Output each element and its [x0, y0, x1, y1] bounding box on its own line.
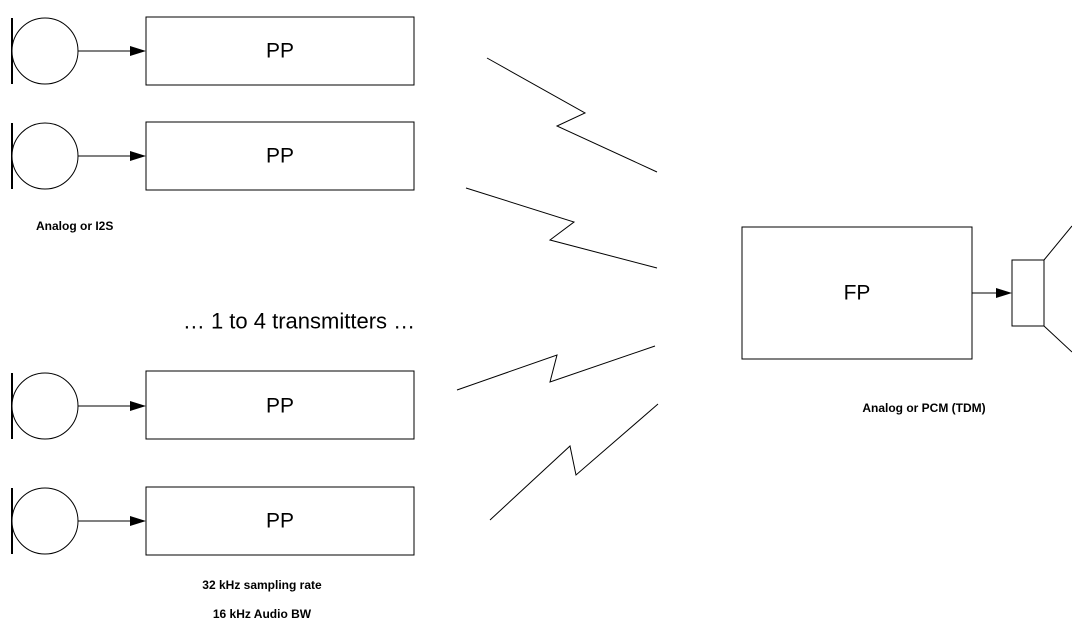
pp-label: PP: [266, 395, 294, 418]
pp-box: [145, 121, 415, 191]
wireless-link-icon: [465, 187, 658, 269]
microphone-icon: [11, 487, 79, 555]
arrowhead-icon: [130, 516, 146, 526]
tx-interface-note: Analog or I2S: [36, 219, 113, 233]
wireless-link-icon: [486, 57, 658, 173]
transmitter-2: PP: [11, 121, 415, 191]
pp-box: [145, 16, 415, 86]
pp-box: [145, 370, 415, 440]
speaker-icon: [1011, 225, 1072, 353]
microphone-icon: [11, 372, 79, 440]
rx-interface-note: Analog or PCM (TDM): [862, 401, 985, 415]
sampling-rate-note: 32 kHz sampling rate: [202, 578, 322, 592]
arrowhead-icon: [130, 401, 146, 411]
fp-label: FP: [844, 282, 871, 305]
receiver: FP: [741, 225, 1072, 360]
pp-box: [145, 486, 415, 556]
microphone-icon: [11, 17, 79, 85]
arrowhead-icon: [130, 46, 146, 56]
arrowhead-icon: [996, 288, 1012, 298]
pp-label: PP: [266, 145, 294, 168]
pp-label: PP: [266, 40, 294, 63]
transmitter-4: PP: [11, 486, 415, 556]
microphone-icon: [11, 122, 79, 190]
wireless-link-icon: [489, 403, 659, 521]
transmitter-count-note: … 1 to 4 transmitters …: [183, 309, 415, 334]
wireless-link-icon: [456, 345, 656, 391]
pp-label: PP: [266, 510, 294, 533]
audio-bw-note: 16 kHz Audio BW: [213, 607, 312, 621]
transmitter-3: PP: [11, 370, 415, 440]
arrowhead-icon: [130, 151, 146, 161]
transmitter-1: PP: [11, 16, 415, 86]
